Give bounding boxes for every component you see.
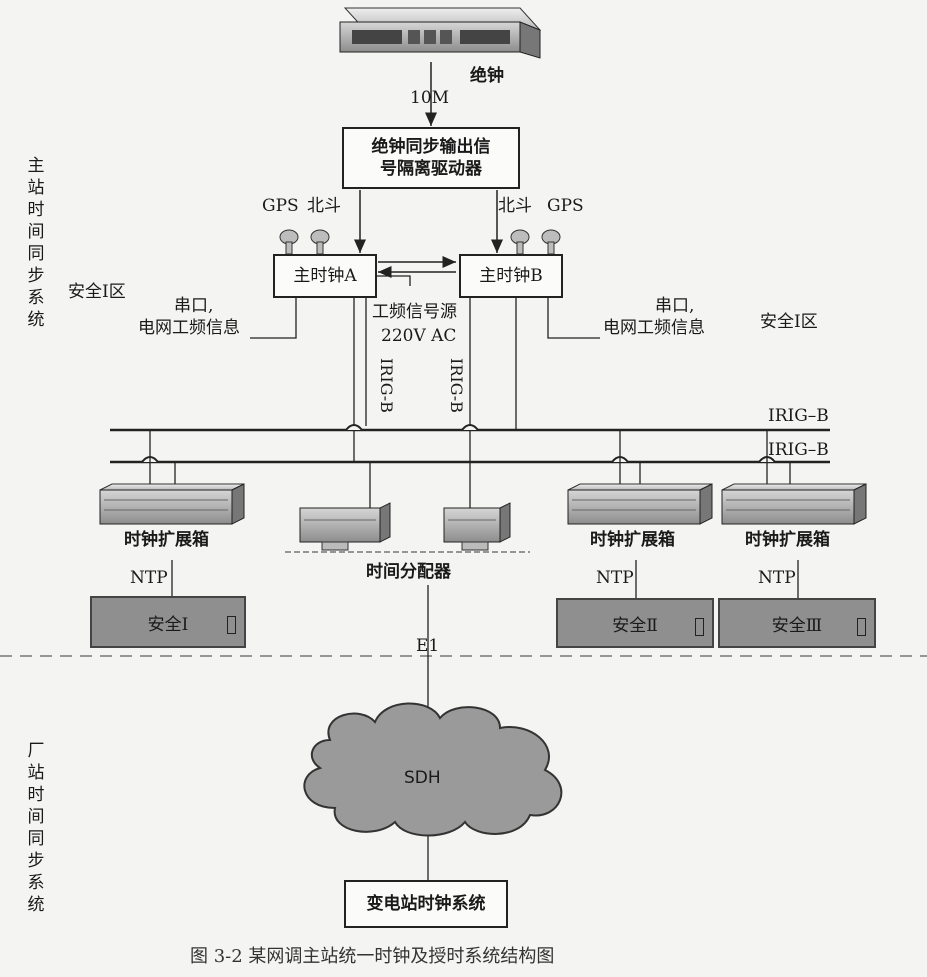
clock-a-beidou-label: 北斗 [307, 196, 341, 216]
bus-bottom-label: IRIG–B [768, 440, 829, 460]
atomic-clock-device [339, 7, 542, 59]
driver-line2: 号隔离驱动器 [380, 159, 482, 179]
atomic-clock-label: 绝钟 [470, 66, 504, 86]
security-zone-3-panel: 安全Ⅲ [718, 598, 876, 648]
master-clock-a-label: 主时钟A [293, 266, 357, 286]
power-source-label: 工频信号源 [372, 302, 457, 322]
expansion-mid-label: 时钟扩展箱 [590, 530, 675, 550]
driver-line1: 绝钟同步输出信 [371, 137, 491, 157]
substation-clock-box: 变电站时钟系统 [344, 880, 508, 928]
expansion-box-right-device [721, 483, 867, 525]
ntp-mid-label: NTP [596, 568, 634, 588]
left-serial-label: 串口, [174, 296, 214, 316]
distributor-device-2 [443, 502, 511, 551]
power-voltage-label: 220V AC [381, 326, 457, 346]
security-zone-3-label: 安全Ⅲ [771, 615, 823, 636]
expansion-left-label: 时钟扩展箱 [124, 530, 209, 550]
bus-top-label: IRIG–B [768, 406, 829, 426]
irig-vertical-b-label: IRIG-B [447, 358, 466, 413]
expansion-right-label: 时钟扩展箱 [745, 530, 830, 550]
antenna-icon [279, 229, 561, 255]
substation-clock-label: 变电站时钟系统 [366, 894, 486, 914]
plant-station-label: 厂站时间同步系统 [27, 741, 45, 915]
right-grid-info-label: 电网工频信息 [603, 318, 705, 338]
left-grid-info-label: 电网工频信息 [138, 318, 240, 338]
clock-b-gps-label: GPS [547, 196, 584, 216]
expansion-box-mid-device [567, 483, 713, 525]
sync-isolation-driver-box: 绝钟同步输出信 号隔离驱动器 [342, 127, 520, 189]
distributor-device-1 [299, 502, 391, 551]
security-zone-2-label: 安全Ⅱ [612, 615, 658, 636]
ntp-right-label: NTP [758, 568, 796, 588]
zone-right-label: 安全Ⅰ区 [760, 312, 818, 332]
main-station-label: 主站时间同步系统 [27, 156, 45, 330]
e1-link-label: E1 [416, 636, 440, 656]
ntp-left-label: NTP [130, 568, 168, 588]
security-zone-1-panel: 安全Ⅰ [90, 596, 246, 648]
master-clock-b-label: 主时钟B [479, 266, 543, 286]
security-zone-2-panel: 安全Ⅱ [556, 598, 714, 648]
sdh-cloud-label: SDH [404, 768, 441, 788]
master-clock-b: 主时钟B [459, 254, 563, 298]
figure-caption: 图 3-2 某网调主站统一时钟及授时系统结构图 [190, 946, 555, 967]
zone-left-label: 安全Ⅰ区 [68, 282, 126, 302]
irig-vertical-a-label: IRIG-B [377, 358, 396, 413]
expansion-box-left-device [99, 483, 245, 525]
right-serial-label: 串口, [655, 296, 695, 316]
distributor-label: 时间分配器 [366, 562, 451, 582]
clock-b-beidou-label: 北斗 [498, 196, 532, 216]
master-clock-a: 主时钟A [273, 254, 377, 298]
security-zone-1-label: 安全Ⅰ [147, 614, 189, 635]
link-10m-label: 10M [410, 88, 450, 108]
clock-a-gps-label: GPS [262, 196, 299, 216]
sdh-cloud-shape [303, 702, 563, 837]
